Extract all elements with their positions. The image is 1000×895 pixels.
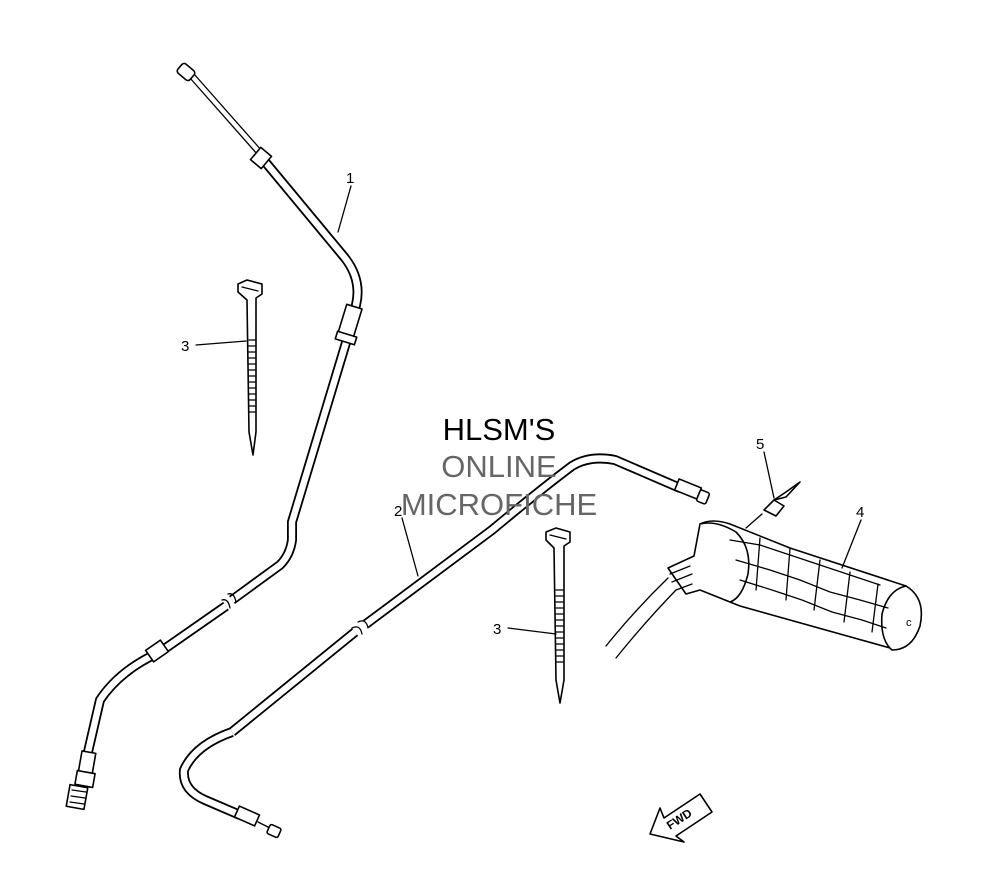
callout-2: 2 <box>394 503 402 520</box>
throttle-cable-part-1 <box>65 62 363 811</box>
callout-3-lower: 3 <box>493 621 501 638</box>
cable-tie-part-3-upper <box>237 279 263 456</box>
callout-5: 5 <box>756 436 764 453</box>
cable-tie-part-3-lower <box>545 527 571 704</box>
throttle-cable-part-2 <box>178 453 711 839</box>
watermark-line-1: HLSM'S <box>443 412 556 447</box>
callout-1: 1 <box>346 170 354 187</box>
fwd-arrow: FWD <box>649 793 713 843</box>
pin-part-5 <box>745 481 801 529</box>
watermark-line-3: MICROFICHE <box>401 487 597 522</box>
svg-text:c: c <box>906 617 912 629</box>
callout-4: 4 <box>856 504 864 521</box>
watermark-line-2: ONLINE <box>441 449 556 484</box>
leader-lines <box>195 185 862 635</box>
throttle-grip-part-4: c <box>605 520 923 659</box>
callout-3-upper: 3 <box>181 338 189 355</box>
